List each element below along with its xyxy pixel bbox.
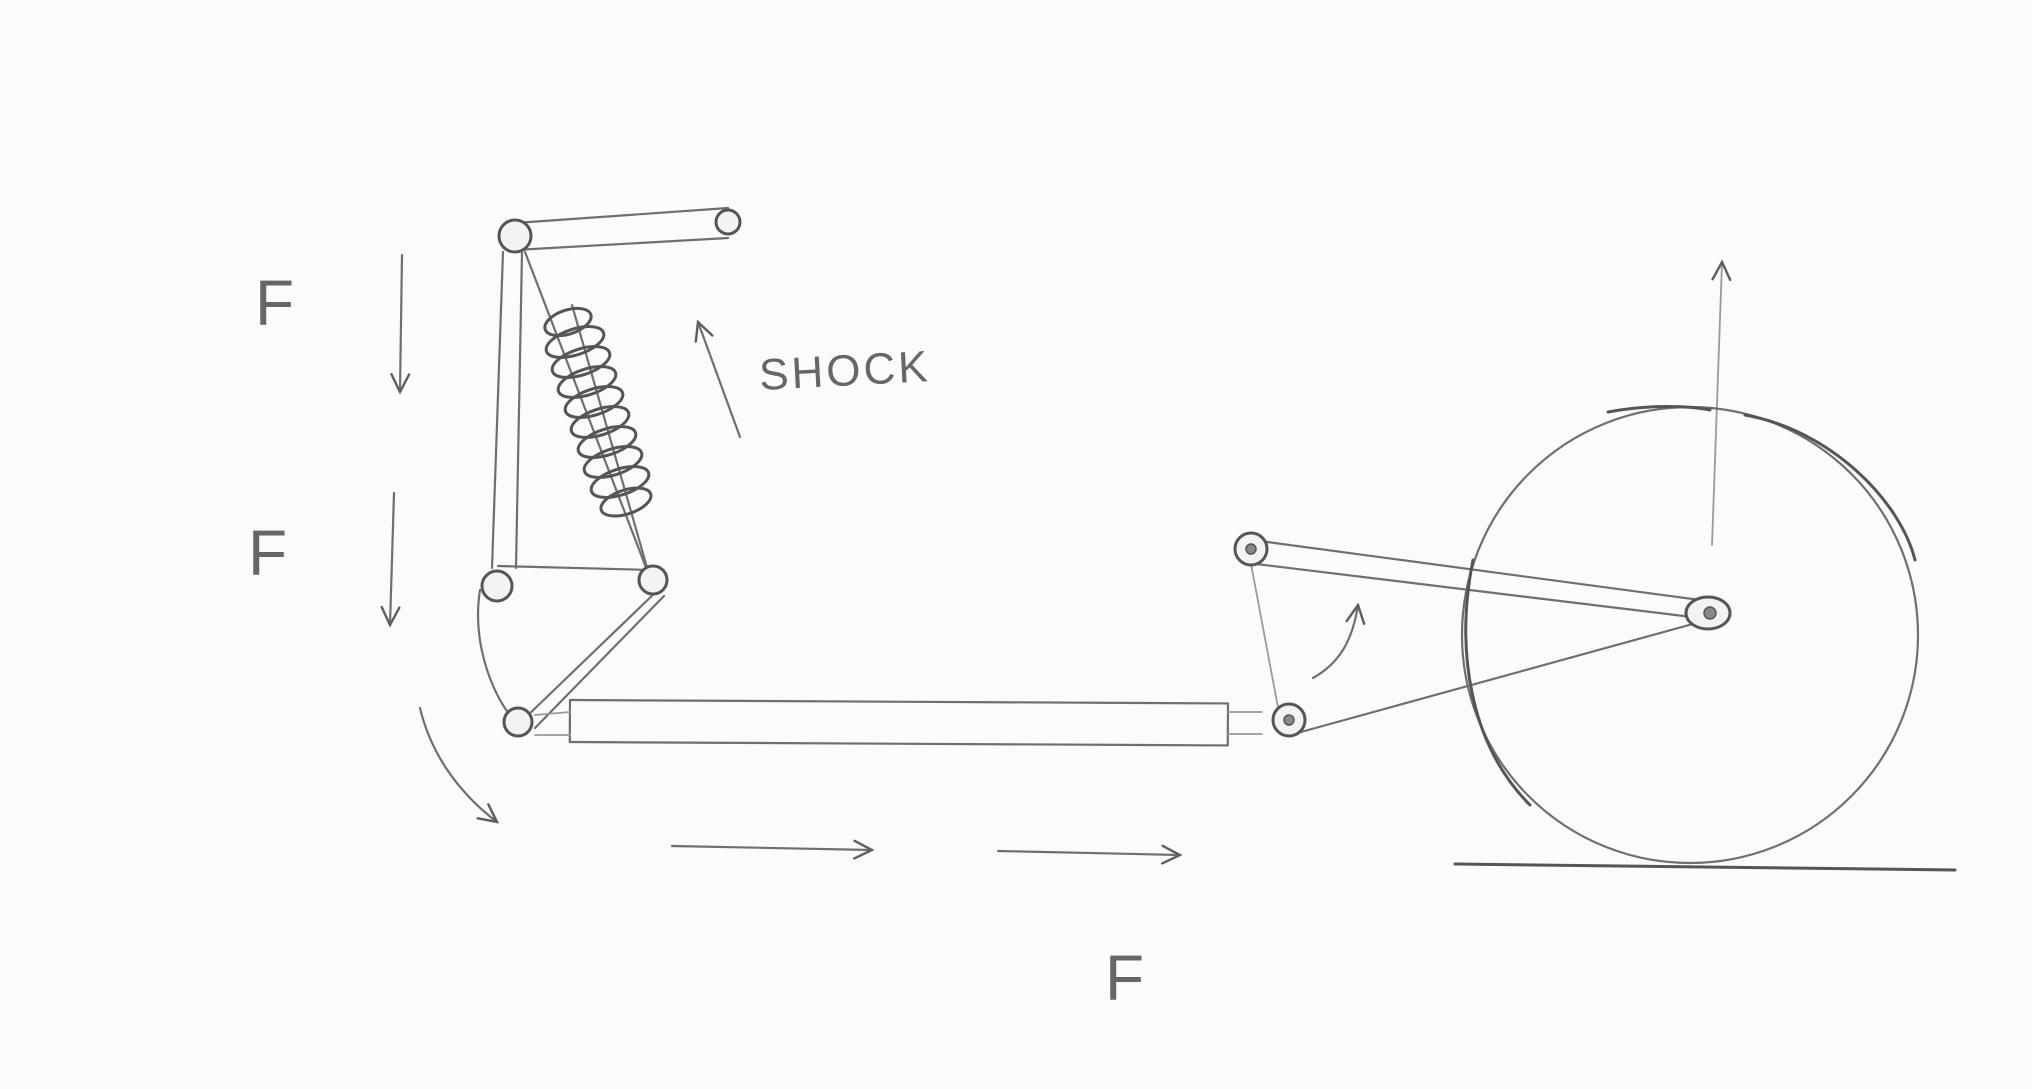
shock-lower-pivot [637, 564, 669, 596]
wheel [1460, 405, 1920, 865]
rotation-arrow-left [418, 706, 497, 822]
wheel-outline-emphasis [1464, 405, 1917, 807]
bellcrank [476, 588, 666, 730]
rotation-arrow-rocker [1311, 605, 1358, 680]
force-arrow-top [400, 253, 402, 392]
frame-upright [490, 250, 524, 570]
top-link-pivot-right [714, 208, 742, 236]
top-link-pivot-left [497, 218, 533, 254]
pushrod [568, 698, 1230, 747]
swingarm-upper [1250, 538, 1702, 620]
force-arrow-horizontal-2 [996, 851, 1180, 855]
rocker-upper-pivot [1233, 531, 1269, 567]
swingarm-lower [1288, 620, 1702, 737]
shock-absorber [523, 250, 653, 580]
pushrod-clevis-left [534, 711, 571, 736]
force-label-top: F [255, 267, 294, 339]
top-link [513, 206, 730, 252]
pushrod-clevis-right [1227, 711, 1263, 735]
shock-direction-arrow [698, 322, 742, 439]
wheel-axle [1684, 595, 1732, 631]
rocker-link [1247, 547, 1281, 719]
shock-label: SHOCK [758, 342, 932, 400]
wheel-up-arrow [1711, 262, 1722, 546]
rocker-lower-pivot [1271, 702, 1307, 738]
bellcrank-lower-pivot [502, 706, 534, 738]
force-arrow-horizontal-1 [670, 846, 872, 850]
mid-cross-link [496, 564, 654, 572]
force-arrow-middle [390, 491, 394, 625]
frame-lower-pivot [480, 569, 514, 603]
force-label-bottom: F [1105, 942, 1144, 1014]
force-label-middle: F [248, 517, 287, 589]
ground-line [1453, 862, 1957, 872]
